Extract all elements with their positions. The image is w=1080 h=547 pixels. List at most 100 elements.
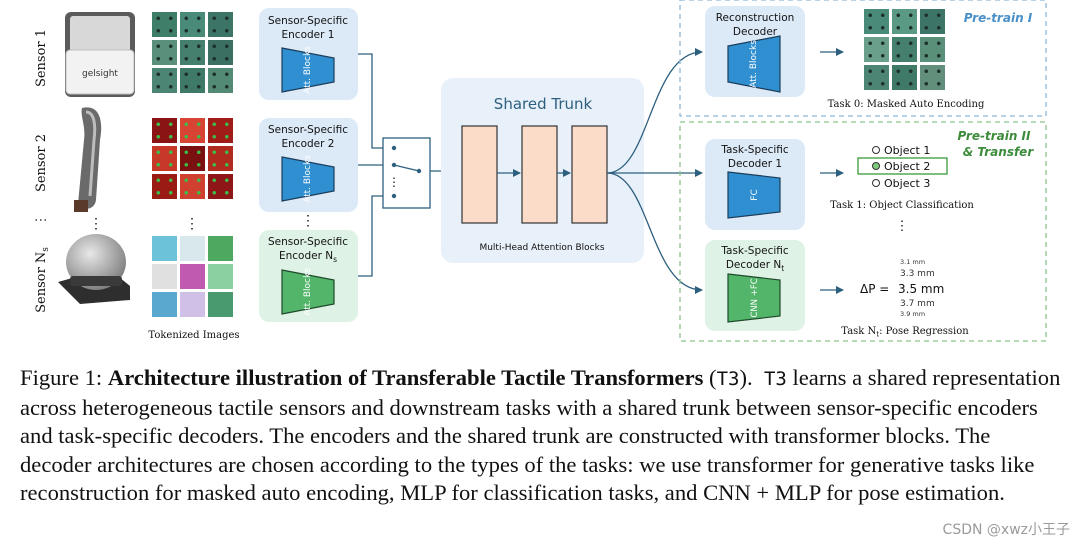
marker-dot — [169, 57, 173, 61]
marker-dot — [909, 26, 913, 30]
marker-dot — [184, 122, 188, 126]
image-tile — [208, 40, 233, 65]
marker-dot — [169, 150, 173, 154]
task-0-label: Task 0: Masked Auto Encoding — [828, 99, 985, 110]
marker-dot — [212, 163, 216, 167]
marker-dot — [924, 82, 928, 86]
marker-dot — [156, 191, 160, 195]
sensor-2-label: Sensor 2 — [34, 134, 49, 192]
image-tile — [152, 264, 177, 289]
task-vdots: ⋮ — [896, 219, 909, 234]
marker-dot — [212, 178, 216, 182]
encoder-2-title-line1: Sensor-Specific — [268, 124, 348, 136]
encoder-1-title-line2: Encoder 1 — [282, 29, 335, 41]
object-2-radio — [872, 162, 880, 170]
switch-box: ⋮ — [382, 137, 431, 209]
marker-dot — [225, 57, 229, 61]
marker-dot — [225, 16, 229, 20]
shared-trunk: Shared Trunk Multi-Head Attention Blocks — [441, 78, 644, 263]
object-1-radio — [872, 146, 880, 154]
marker-dot — [212, 135, 216, 139]
dec1-title-line1: Task-Specific — [720, 144, 789, 156]
marker-dot — [937, 82, 941, 86]
marker-dot — [197, 85, 201, 89]
marker-dot — [937, 41, 941, 45]
image-tile — [208, 292, 233, 317]
marker-dot — [881, 13, 885, 17]
image-tile — [180, 12, 205, 37]
tokenized-vdots: ⋮ — [185, 216, 199, 232]
marker-dot — [169, 29, 173, 33]
encoder-1-trapezoid — [281, 47, 335, 93]
task-n-sub: t — [876, 331, 879, 339]
object-3-radio — [872, 179, 880, 187]
image-tile — [920, 65, 945, 90]
image-tile — [152, 118, 177, 143]
task-n-suffix: : Pose Regression — [879, 326, 969, 337]
marker-dot — [909, 69, 913, 73]
image-tile — [864, 65, 889, 90]
mm-value-1: 3.1 mm — [900, 258, 925, 266]
object-1-label: Object 1 — [884, 144, 930, 157]
marker-dot — [212, 29, 216, 33]
caption-open-paren: ( — [709, 365, 717, 390]
image-tile — [180, 146, 205, 171]
marker-dot — [184, 163, 188, 167]
mm-value-2: 3.3 mm — [900, 269, 935, 279]
marker-dot — [156, 150, 160, 154]
marker-dot — [937, 54, 941, 58]
image-tile — [208, 118, 233, 143]
decn-inner: CNN +FC — [750, 278, 760, 317]
marker-dot — [868, 69, 872, 73]
marker-dot — [909, 54, 913, 58]
marker-dot — [896, 82, 900, 86]
encoder-2-inner: Att. Blocks — [303, 155, 313, 203]
marker-dot — [937, 26, 941, 30]
image-tile — [180, 292, 205, 317]
mm-value-5: 3.9 mm — [900, 310, 925, 318]
marker-dot — [868, 54, 872, 58]
marker-dot — [156, 72, 160, 76]
switch-vdots: ⋮ — [388, 175, 400, 189]
trunk-block-3 — [571, 125, 608, 224]
marker-dot — [212, 44, 216, 48]
encoder-n-title-main: Encoder N — [279, 250, 333, 262]
marker-dot — [156, 29, 160, 33]
marker-dot — [896, 13, 900, 17]
marker-dot — [184, 150, 188, 154]
decn-title-main: Decoder N — [726, 259, 781, 271]
reconstructed-image — [864, 9, 945, 90]
image-tile — [208, 12, 233, 37]
marker-dot — [225, 135, 229, 139]
marker-dot — [225, 72, 229, 76]
decn-title-sub: t — [781, 264, 784, 273]
pretrain-1-label: Pre-train I — [964, 11, 1033, 25]
marker-dot — [909, 13, 913, 17]
marker-dot — [896, 54, 900, 58]
task-1-label: Task 1: Object Classification — [830, 200, 974, 211]
mm-value-3: 3.5 mm — [898, 282, 944, 296]
task-decoder-n: Task-Specific Decoder Nt CNN +FC — [705, 240, 805, 331]
image-tile — [892, 37, 917, 62]
marker-dot — [896, 26, 900, 30]
marker-dot — [896, 41, 900, 45]
marker-dot — [156, 135, 160, 139]
marker-dot — [197, 135, 201, 139]
caption-body: learns a shared representation across he… — [20, 365, 1061, 506]
marker-dot — [184, 16, 188, 20]
encoder-n-trapezoid — [281, 269, 335, 315]
sensor-column-vdots: ⋮ — [89, 216, 103, 232]
marker-dot — [169, 122, 173, 126]
marker-dot — [197, 178, 201, 182]
image-tile — [152, 292, 177, 317]
encoder-n-title-line2: Encoder Ns — [279, 250, 337, 264]
image-tile — [892, 9, 917, 34]
delta-p-label: ΔP = — [860, 282, 889, 296]
marker-dot — [169, 44, 173, 48]
marker-dot — [156, 163, 160, 167]
marker-dot — [212, 150, 216, 154]
dec1-title-line2: Decoder 1 — [728, 158, 782, 170]
caption-figure-label: Figure 1: — [20, 365, 103, 390]
marker-dot — [169, 178, 173, 182]
image-tile — [180, 264, 205, 289]
